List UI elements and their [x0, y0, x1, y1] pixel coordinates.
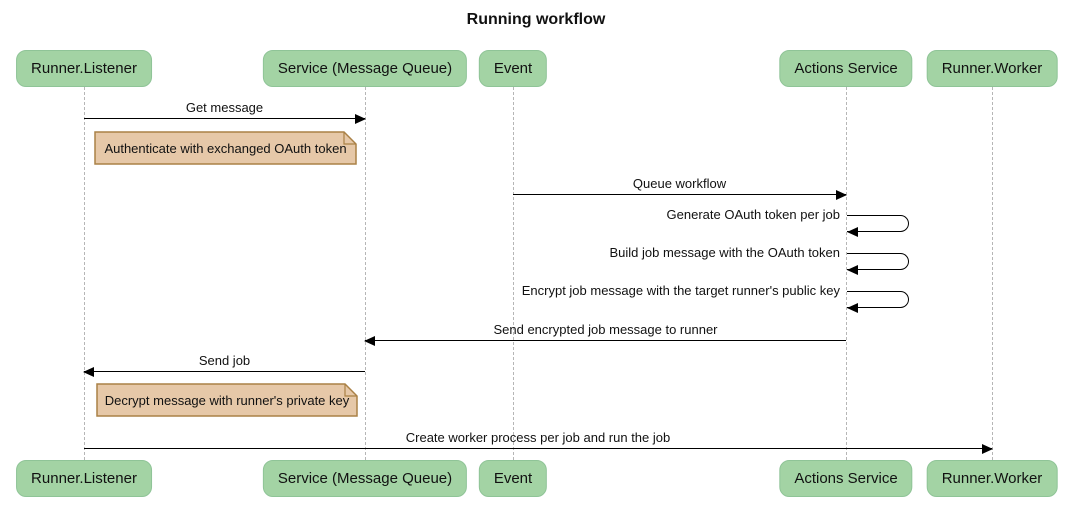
arrowhead-left-icon [847, 227, 858, 237]
lifeline-event [513, 87, 514, 460]
arrowhead-right-icon [836, 190, 847, 200]
message-create-worker-process: Create worker process per job and run th… [84, 430, 993, 454]
lifeline-runner-worker [992, 87, 993, 460]
participant-label: Event [493, 60, 533, 77]
note-shape [94, 131, 357, 165]
participant-actions-service-top: Actions Service [779, 50, 913, 87]
message-label: Queue workflow [632, 176, 727, 191]
lifeline-service-message-queue [365, 87, 366, 460]
participant-label: Event [493, 470, 533, 487]
participant-label: Service (Message Queue) [277, 60, 453, 77]
note-decrypt: Decrypt message with runner's private ke… [96, 383, 358, 417]
message-label: Send job [198, 353, 251, 368]
message-line [84, 444, 993, 454]
message-label: Get message [185, 100, 264, 115]
lifeline-runner-listener [84, 87, 85, 460]
participant-label: Actions Service [794, 60, 898, 77]
note-text: Authenticate with exchanged OAuth token [104, 140, 347, 156]
participant-actions-service-bottom: Actions Service [779, 460, 913, 497]
participant-label: Actions Service [794, 470, 898, 487]
note-shape [96, 383, 358, 417]
participant-event-bottom: Event [478, 460, 548, 497]
arrowhead-left-icon [83, 367, 94, 377]
arrowhead-right-icon [982, 444, 993, 454]
message-get-message: Get message [84, 100, 366, 124]
message-line [84, 114, 366, 124]
message-line [83, 367, 365, 377]
note-text: Decrypt message with runner's private ke… [104, 392, 350, 408]
message-line [513, 190, 847, 200]
diagram-title: Running workflow [466, 11, 606, 28]
message-line [364, 336, 846, 346]
participant-service-message-queue-top: Service (Message Queue) [262, 50, 468, 87]
message-send-job: Send job [83, 353, 365, 377]
message-label: Create worker process per job and run th… [405, 430, 671, 445]
message-label: Generate OAuth token per job [666, 207, 840, 222]
message-label: Send encrypted job message to runner [493, 322, 718, 337]
participant-runner-worker-bottom: Runner.Worker [926, 460, 1058, 497]
message-send-encrypted-job: Send encrypted job message to runner [364, 322, 846, 346]
participant-service-message-queue-bottom: Service (Message Queue) [262, 460, 468, 497]
participant-runner-worker-top: Runner.Worker [926, 50, 1058, 87]
participant-label: Runner.Worker [941, 60, 1043, 77]
arrowhead-left-icon [847, 265, 858, 275]
message-label: Encrypt job message with the target runn… [521, 283, 840, 298]
participant-label: Service (Message Queue) [277, 470, 453, 487]
lifeline-actions-service [846, 87, 847, 460]
arrowhead-left-icon [847, 303, 858, 313]
self-loop-line [847, 253, 909, 270]
self-loop-line [847, 215, 909, 232]
note-authenticate: Authenticate with exchanged OAuth token [94, 131, 357, 165]
participant-label: Runner.Listener [31, 60, 137, 77]
participant-event-top: Event [478, 50, 548, 87]
participant-label: Runner.Worker [941, 470, 1043, 487]
message-label: Build job message with the OAuth token [609, 245, 840, 260]
self-loop-line [847, 291, 909, 308]
participant-runner-listener-bottom: Runner.Listener [16, 460, 152, 497]
arrowhead-left-icon [364, 336, 375, 346]
message-queue-workflow: Queue workflow [513, 176, 847, 200]
participant-runner-listener-top: Runner.Listener [16, 50, 152, 87]
participant-label: Runner.Listener [31, 470, 137, 487]
arrowhead-right-icon [355, 114, 366, 124]
